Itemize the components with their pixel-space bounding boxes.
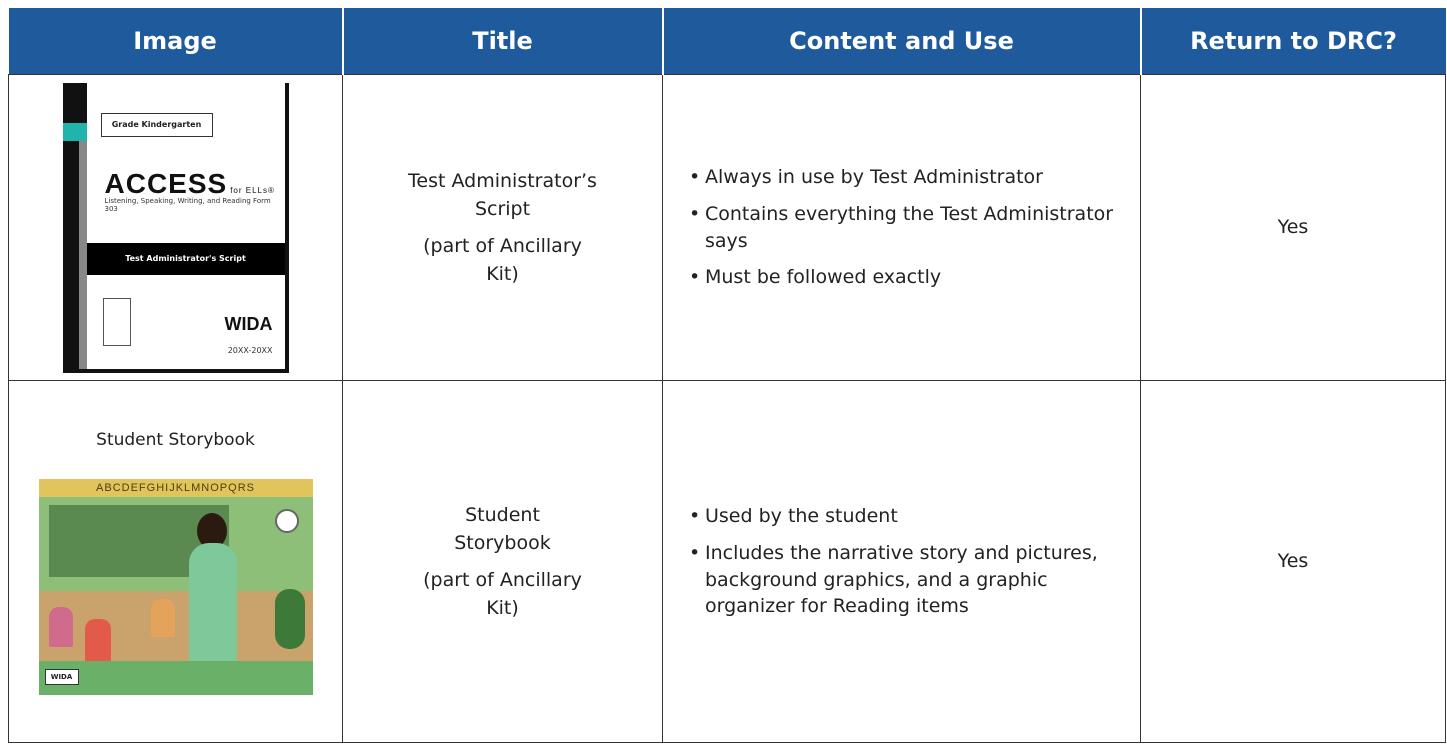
content-list: Always in use by Test Administrator Cont… <box>663 164 1140 290</box>
materials-table: Image Title Content and Use Return to DR… <box>8 8 1446 743</box>
return-cell: Yes <box>1140 380 1446 743</box>
student-figure <box>84 619 111 664</box>
header-row: Image Title Content and Use Return to DR… <box>8 8 1446 75</box>
title-cell: Student Storybook (part of Ancillary Kit… <box>342 380 663 743</box>
cover-grade-label: Grade Kindergarten <box>100 112 213 137</box>
list-item: Used by the student <box>689 503 1122 530</box>
list-item: Always in use by Test Administrator <box>689 164 1122 191</box>
cover-brand-suffix: for ELLs® <box>230 185 275 195</box>
header-return: Return to DRC? <box>1139 8 1446 75</box>
student-figure <box>150 599 175 638</box>
wida-logo: WIDA <box>224 313 273 334</box>
list-item: Includes the narrative story and picture… <box>689 540 1122 620</box>
title-part-of: (part of Ancillary Kit) <box>423 568 582 620</box>
title-cell: Test Administrator’s Script (part of Anc… <box>342 74 663 381</box>
image-cell: Student Storybook ABCDEFGHIJKLMNOPQRS WI… <box>8 380 343 743</box>
classroom-floor <box>38 591 313 662</box>
title-text: Student Storybook <box>454 503 551 555</box>
cover-years: 20XX-20XX <box>227 345 273 355</box>
teacher-figure <box>188 543 237 664</box>
content-list: Used by the student Includes the narrati… <box>663 503 1140 619</box>
cover-side-bar <box>78 140 87 369</box>
cover-subtitle: Listening, Speaking, Writing, and Readin… <box>104 196 271 213</box>
content-cell: Always in use by Test Administrator Cont… <box>662 74 1141 381</box>
student-figure <box>48 607 73 648</box>
cover-brand-text: ACCESS <box>104 167 228 199</box>
header-image: Image <box>8 8 343 75</box>
header-content: Content and Use <box>661 8 1141 75</box>
return-cell: Yes <box>1140 74 1446 381</box>
image-label: Student Storybook <box>96 429 255 450</box>
table-row: Student Storybook ABCDEFGHIJKLMNOPQRS WI… <box>8 380 1446 743</box>
content-cell: Used by the student Includes the narrati… <box>662 380 1141 743</box>
plant-icon <box>274 589 305 650</box>
list-item: Must be followed exactly <box>689 264 1122 291</box>
title-text: Test Administrator’s Script <box>408 169 597 221</box>
alphabet-banner: ABCDEFGHIJKLMNOPQRS <box>38 479 313 498</box>
cover-info-box <box>102 297 131 346</box>
list-item: Contains everything the Test Administrat… <box>689 201 1122 254</box>
header-title: Title <box>341 8 663 75</box>
cover-bottom-band <box>38 661 313 696</box>
title-part-of: (part of Ancillary Kit) <box>423 234 582 286</box>
storybook-cover-image: ABCDEFGHIJKLMNOPQRS WIDA <box>38 479 313 696</box>
cover-accent-strip <box>62 122 87 141</box>
cover-script-band: Test Administrator's Script <box>86 242 285 275</box>
clock-icon <box>274 509 299 534</box>
wida-logo: WIDA <box>44 669 79 686</box>
